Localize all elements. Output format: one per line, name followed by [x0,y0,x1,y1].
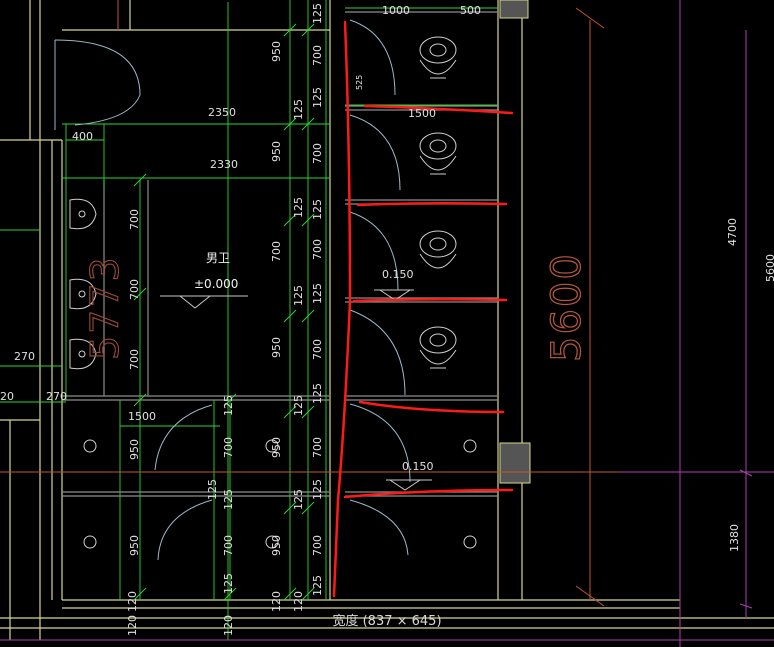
col125-label: 125 [311,3,324,24]
left700-label: 700 [128,349,141,370]
col950-label: 950 [270,141,283,162]
bottom120-label: 120 [270,591,283,612]
dim-4700: 4700 [726,218,739,246]
col950-label: 950 [270,41,283,62]
squat-toilets [83,36,477,549]
structural-columns [499,0,531,484]
dimension-caption: 宽度 (837 × 645) [332,614,442,629]
col950-label: 950 [270,437,283,458]
bottom120-label: 120 [292,591,305,612]
col700-label: 700 [311,143,324,164]
col125-label: 125 [292,489,305,510]
col125-label: 125 [311,283,324,304]
doors [54,19,411,561]
lower950-label: 950 [128,535,141,556]
dim-400: 400 [72,130,93,143]
col125-label: 125 [311,383,324,404]
lower700-label: 700 [222,535,235,556]
bottom120-label: 120 [126,591,139,612]
lower125-label: 125 [206,479,219,500]
level-value-1: 0.150 [382,268,414,281]
lower125-label: 125 [222,395,235,416]
dim-2330: 2330 [210,158,238,171]
lower125-label: 125 [222,573,235,594]
col700-label: 700 [311,45,324,66]
dim-500: 500 [460,4,481,17]
dim-5773-large: 5773 [83,255,127,360]
toilet-1 [419,36,457,79]
col700-label: 700 [311,437,324,458]
dim-5600-large: 5600 [544,252,590,362]
red-annotations [332,20,514,598]
bottom120-label: 120 [222,615,235,636]
col125-label: 125 [292,395,305,416]
toilet-3 [419,230,457,269]
dimension-ticks [133,23,315,601]
col125-label: 125 [311,575,324,596]
urinals [69,198,97,370]
room-name: 男卫 [206,251,230,265]
dim-1380: 1380 [728,524,741,552]
lower700-label: 700 [222,437,235,458]
col125-label: 125 [292,197,305,218]
dim-1500-top: 1500 [408,107,436,120]
level-markers [160,289,432,491]
dim-2350: 2350 [208,106,236,119]
col125-label: 125 [311,87,324,108]
col125-label: 125 [311,479,324,500]
left700-label: 700 [128,279,141,300]
toilet-4 [419,326,457,369]
col125-label: 125 [311,199,324,220]
col950-label: 950 [270,337,283,358]
dim-525: 525 [355,75,364,90]
dim-20: 20 [0,390,14,403]
left700-label: 700 [128,209,141,230]
col125-label: 125 [292,285,305,306]
level-value-2: 0.150 [402,460,434,473]
dim-5600-small: 5600 [764,254,774,282]
lower125-label: 125 [222,489,235,510]
col700-label: 700 [311,339,324,360]
dim-270-a: 270 [14,350,35,363]
col700-label: 700 [311,535,324,556]
dimension-lines [0,0,498,640]
dim-1000: 1000 [382,4,410,17]
col950-label: 700 [270,241,283,262]
dim-270-b: 270 [46,390,67,403]
dim-1500-mid: 1500 [128,410,156,423]
lower950-label: 950 [128,439,141,460]
col125-label: 125 [292,99,305,120]
col700-label: 700 [311,239,324,260]
room-elevation: ±0.000 [194,277,238,291]
toilet-2 [419,132,457,175]
col950-label: 950 [270,535,283,556]
bottom120-label: 120 [126,615,139,636]
